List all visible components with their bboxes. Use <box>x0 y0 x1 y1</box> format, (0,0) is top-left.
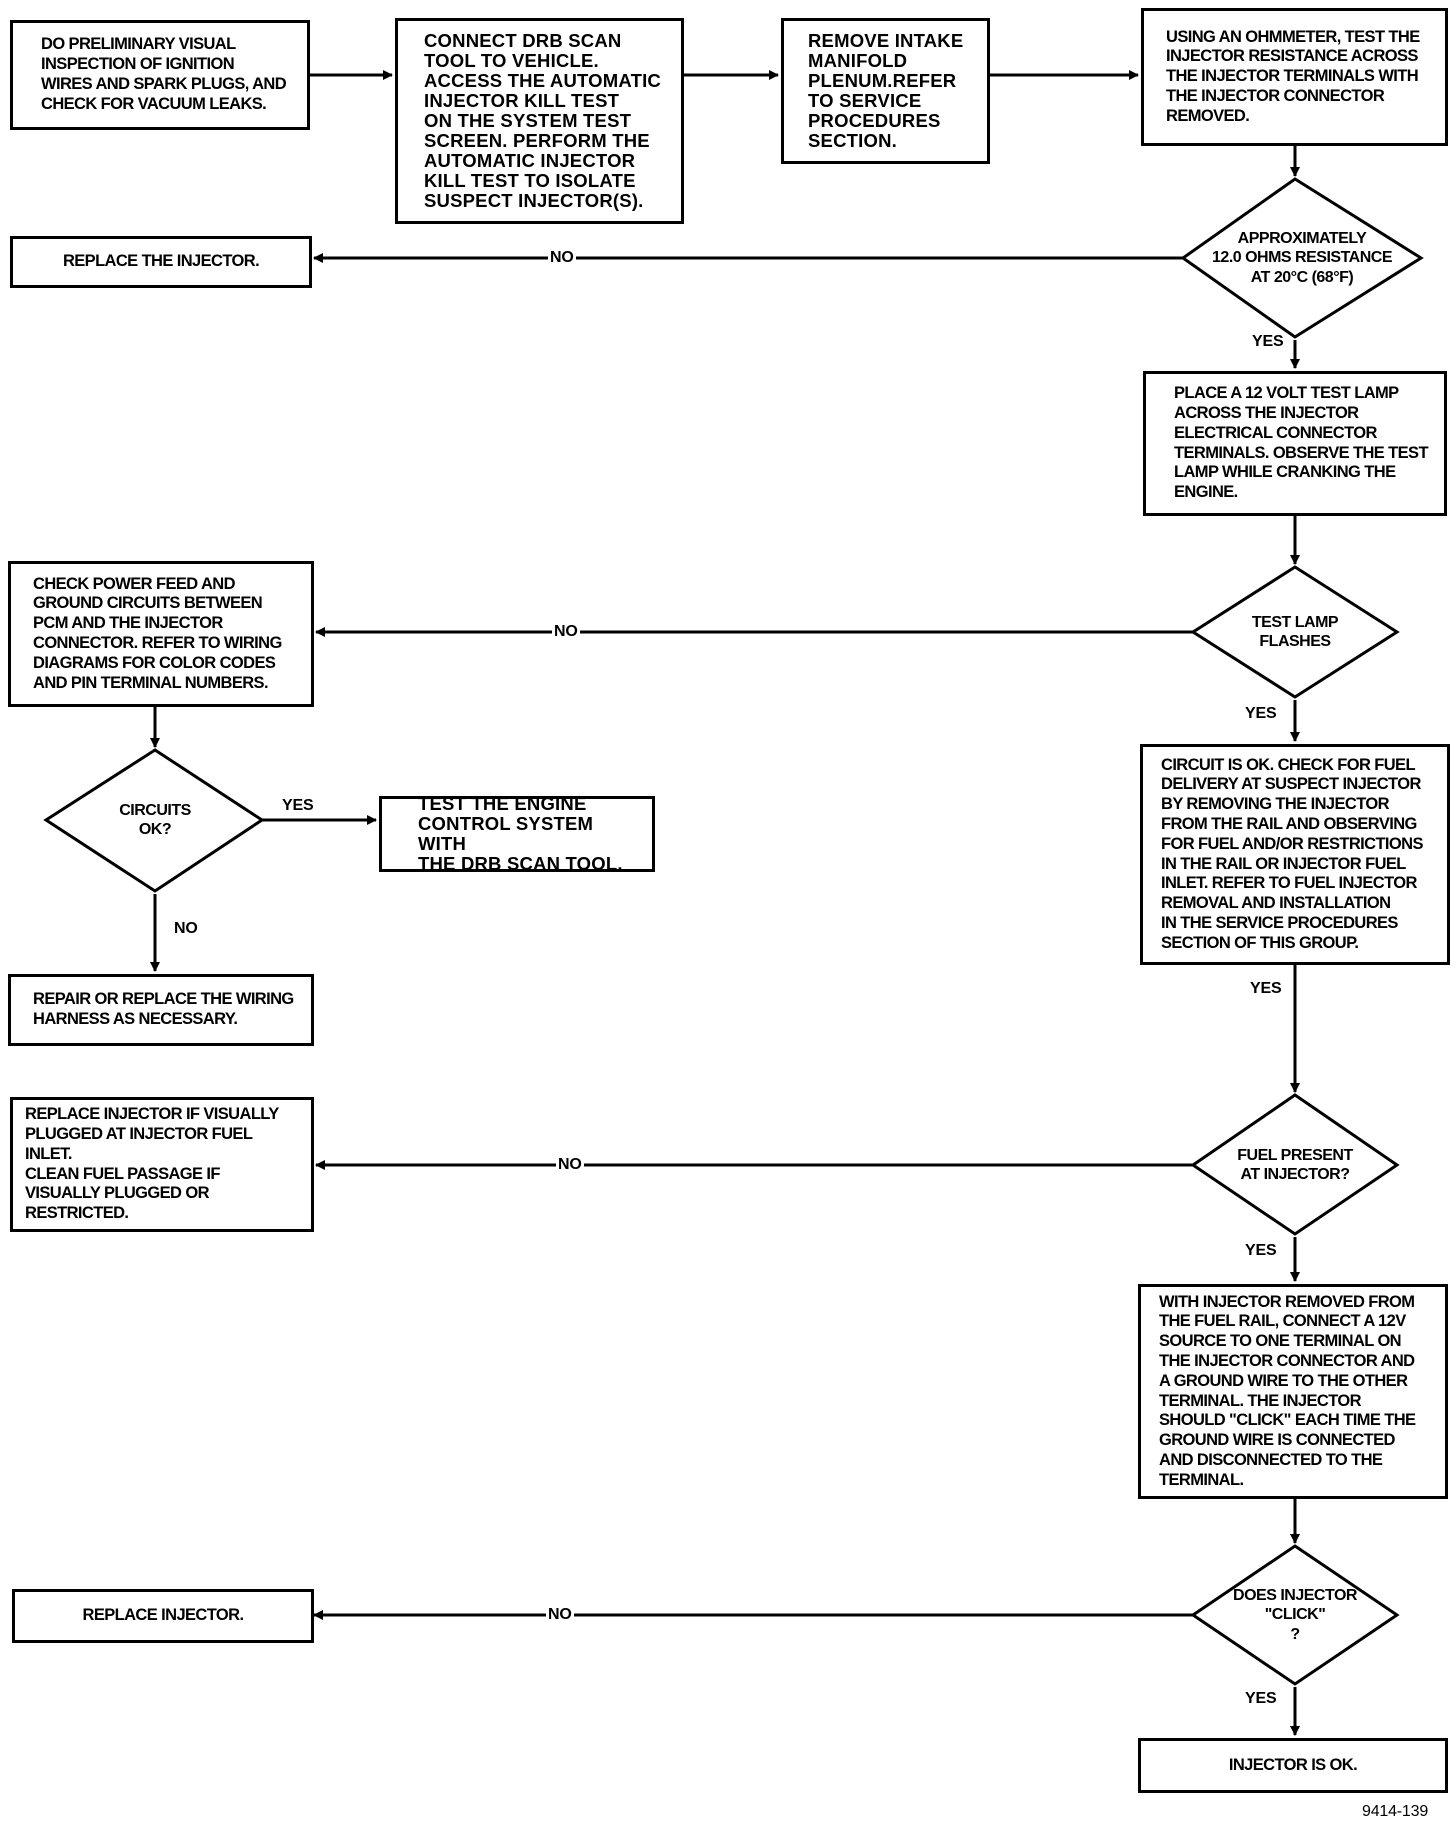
step-circuit-ok: CIRCUIT IS OK. CHECK FOR FUEL DELIVERY A… <box>1140 744 1450 965</box>
step-connect-drb: CONNECT DRB SCAN TOOL TO VEHICLE. ACCESS… <box>395 18 684 224</box>
step-repair-wiring-text: REPAIR OR REPLACE THE WIRING HARNESS AS … <box>33 990 294 1028</box>
label-yes-fuel: YES <box>1243 1242 1279 1260</box>
label-no-lamp: NO <box>552 623 580 641</box>
step-injector-ok-text: INJECTOR IS OK. <box>1228 1755 1358 1774</box>
label-yes-circuit-ok: YES <box>1248 980 1284 998</box>
label-no-click: NO <box>546 1606 574 1624</box>
label-yes-resistance: YES <box>1250 333 1286 351</box>
decision-lamp-flashes: TEST LAMP FLASHES <box>1251 613 1339 650</box>
label-no-fuel: NO <box>556 1156 584 1174</box>
label-no-circuits: NO <box>172 920 200 938</box>
decision-fuel-present: FUEL PRESENT AT INJECTOR? <box>1237 1146 1353 1183</box>
decision-fuel-shape <box>1190 1093 1400 1236</box>
label-yes-lamp: YES <box>1243 705 1279 723</box>
label-yes-click: YES <box>1243 1690 1279 1708</box>
step-replace-if-plugged-text: REPLACE INJECTOR IF VISUALLY PLUGGED AT … <box>25 1105 279 1223</box>
step-circuit-ok-text: CIRCUIT IS OK. CHECK FOR FUEL DELIVERY A… <box>1161 755 1423 952</box>
step-visual-inspection-text: DO PRELIMINARY VISUAL INSPECTION OF IGNI… <box>41 35 287 113</box>
decision-click-shape <box>1190 1544 1400 1686</box>
step-ohmmeter: USING AN OHMMETER, TEST THE INJECTOR RES… <box>1141 8 1448 146</box>
step-replace-injector-1-text: REPLACE THE INJECTOR. <box>62 252 260 271</box>
decision-lamp-shape <box>1190 565 1400 699</box>
decision-resistance: APPROXIMATELY 12.0 OHMS RESISTANCE AT 20… <box>1212 230 1392 286</box>
step-connect-drb-text: CONNECT DRB SCAN TOOL TO VEHICLE. ACCESS… <box>424 30 661 211</box>
step-check-power: CHECK POWER FEED AND GROUND CIRCUITS BET… <box>8 561 314 707</box>
step-replace-injector-2: REPLACE INJECTOR. <box>12 1589 314 1643</box>
step-test-engine-control: TEST THE ENGINE CONTROL SYSTEM WITH THE … <box>379 793 655 874</box>
step-replace-if-plugged: REPLACE INJECTOR IF VISUALLY PLUGGED AT … <box>10 1097 314 1232</box>
label-no-resistance: NO <box>548 249 576 267</box>
step-test-engine-control-text: TEST THE ENGINE CONTROL SYSTEM WITH THE … <box>418 793 623 874</box>
step-test-lamp: PLACE A 12 VOLT TEST LAMP ACROSS THE INJ… <box>1143 371 1447 516</box>
decision-injector-click: DOES INJECTOR "CLICK" ? <box>1233 1587 1357 1643</box>
step-remove-plenum-text: REMOVE INTAKE MANIFOLD PLENUM.REFER TO S… <box>808 30 964 151</box>
step-replace-injector-1: REPLACE THE INJECTOR. <box>10 236 312 288</box>
step-injector-ok: INJECTOR IS OK. <box>1138 1738 1448 1793</box>
step-test-lamp-text: PLACE A 12 VOLT TEST LAMP ACROSS THE INJ… <box>1174 384 1429 502</box>
step-repair-wiring: REPAIR OR REPLACE THE WIRING HARNESS AS … <box>8 974 314 1046</box>
step-replace-injector-2-text: REPLACE INJECTOR. <box>82 1606 245 1625</box>
label-yes-circuits: YES <box>280 797 316 815</box>
step-remove-plenum: REMOVE INTAKE MANIFOLD PLENUM.REFER TO S… <box>781 18 990 164</box>
figure-id: 9414-139 <box>1362 1803 1429 1820</box>
step-ohmmeter-text: USING AN OHMMETER, TEST THE INJECTOR RES… <box>1166 27 1420 125</box>
step-check-power-text: CHECK POWER FEED AND GROUND CIRCUITS BET… <box>33 574 282 692</box>
decision-circuits-ok: CIRCUITS OK? <box>119 801 191 838</box>
decision-circuits-shape <box>43 748 265 893</box>
step-click-test: WITH INJECTOR REMOVED FROM THE FUEL RAIL… <box>1138 1284 1448 1499</box>
step-visual-inspection: DO PRELIMINARY VISUAL INSPECTION OF IGNI… <box>10 20 310 130</box>
decision-resistance-shape <box>1180 177 1424 339</box>
step-click-test-text: WITH INJECTOR REMOVED FROM THE FUEL RAIL… <box>1159 1292 1416 1489</box>
